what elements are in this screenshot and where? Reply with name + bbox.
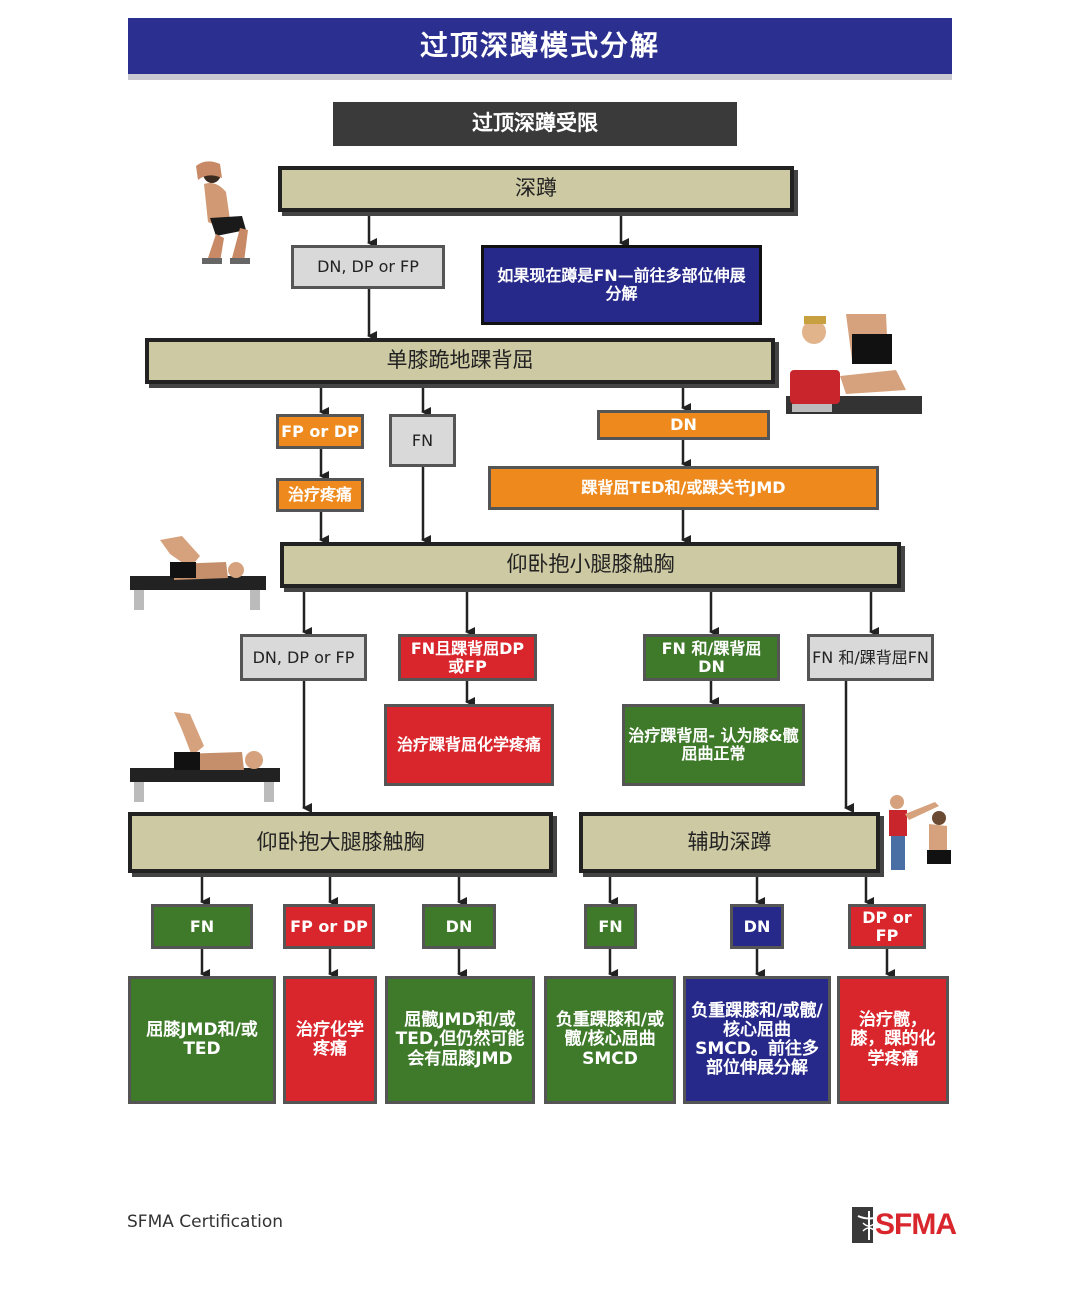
dp-or-fp-box: DP or FP — [848, 904, 926, 949]
fn-ankle-dp-fp-box: FN且踝背屈DP或FP — [398, 634, 537, 681]
caduceus-icon — [852, 1207, 873, 1243]
fn-redirect-box: 如果现在蹲是FN—前往多部位伸展分解 — [481, 245, 762, 325]
page-title: 过顶深蹲模式分解 — [128, 18, 952, 74]
fn-box-2: FN — [151, 904, 253, 949]
fn-box-1: FN — [389, 414, 456, 467]
limited-box: 过顶深蹲受限 — [333, 102, 737, 146]
treat-ankle-chem-box: 治疗踝背屈化学疼痛 — [384, 704, 554, 786]
half-kneel-test-photo — [786, 314, 922, 414]
half-kneel-box: 单膝跪地踝背屈 — [145, 338, 775, 384]
supine-thigh-hug-photo — [130, 712, 280, 802]
treat-hip-knee-ankle-box: 治疗髋，膝，踝的化学疼痛 — [837, 976, 949, 1104]
dn-dp-fp-box-1: DN, DP or FP — [291, 245, 445, 289]
overhead-squat-photo — [196, 161, 250, 264]
weighted-smcd-ext-box: 负重踝膝和/或髋/核心屈曲SMCD。前往多部位伸展分解 — [683, 976, 831, 1104]
hip-jmd-ted-box: 屈髋JMD和/或TED,但仍然可能会有屈膝JMD — [385, 976, 535, 1104]
supine-shin-box: 仰卧抱小腿膝触胸 — [280, 542, 901, 588]
fp-or-dp-box-1: FP or DP — [276, 414, 364, 449]
fn-ankle-dn-box: FN 和/踝背屈DN — [643, 634, 780, 681]
dn-dp-fp-box-2: DN, DP or FP — [240, 634, 367, 681]
knee-jmd-ted-box: 屈膝JMD和/或TED — [128, 976, 276, 1104]
fp-or-dp-box-2: FP or DP — [283, 904, 375, 949]
deep-squat-box: 深蹲 — [278, 166, 794, 212]
supine-shin-hug-photo — [130, 536, 266, 610]
fn-ankle-fn-box: FN 和/踝背屈FN — [807, 634, 934, 681]
fn-box-3: FN — [584, 904, 637, 949]
dn-box-2: DN — [422, 904, 496, 949]
footer-certification: SFMA Certification — [127, 1212, 284, 1232]
treat-chem-pain-box: 治疗化学疼痛 — [283, 976, 377, 1104]
assisted-squat-box: 辅助深蹲 — [579, 812, 880, 873]
assisted-squat-photo — [889, 795, 951, 870]
sfma-logo: SFMA — [852, 1204, 957, 1246]
weighted-smcd-box: 负重踝膝和/或髋/核心屈曲SMCD — [544, 976, 676, 1104]
logo-text: SFMA — [875, 1208, 957, 1241]
ankle-ted-jmd-box: 踝背屈TED和/或踝关节JMD — [488, 466, 879, 510]
treat-ankle-ok-box: 治疗踝背屈- 认为膝&髋屈曲正常 — [622, 704, 805, 786]
supine-thigh-box: 仰卧抱大腿膝触胸 — [128, 812, 553, 873]
dn-box-3: DN — [730, 904, 784, 949]
treat-pain-box-1: 治疗疼痛 — [276, 478, 364, 512]
dn-box-1: DN — [597, 410, 770, 440]
